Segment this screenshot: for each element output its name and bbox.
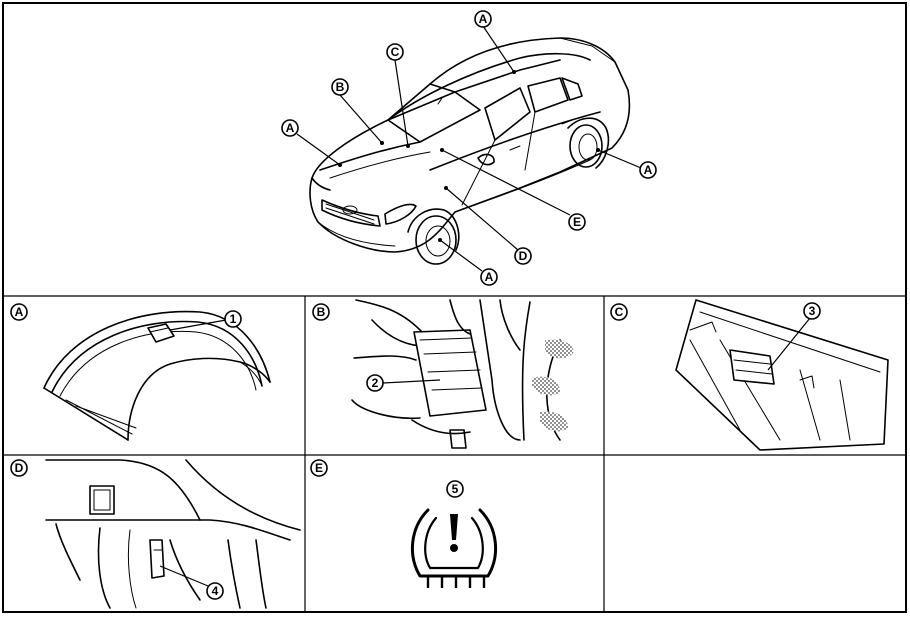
panel-b: B 2 — [312, 299, 574, 449]
control-unit-illustration — [351, 299, 574, 449]
callout-a-hood-label: A — [286, 121, 295, 135]
panel-d-label: D — [15, 461, 24, 475]
panel-a: A 1 — [10, 303, 271, 441]
cowl-unit-illustration — [675, 299, 889, 451]
callout-a-roof: A — [474, 10, 516, 74]
callout-c-main-label: C — [391, 45, 400, 59]
callout-b-main: B — [331, 78, 384, 145]
callout-a-front-wheel-label: A — [485, 270, 494, 284]
panel-b-label: B — [317, 305, 326, 319]
callout-a-rear-wheel-label: A — [644, 163, 653, 177]
tpms-warning-icon — [410, 508, 498, 588]
callout-a-front-wheel: A — [438, 238, 498, 286]
panel-c: C 3 — [610, 299, 889, 451]
vehicle-illustration — [309, 37, 631, 265]
panel-b-part-number: 2 — [372, 376, 379, 390]
callout-b-main-label: B — [336, 80, 345, 94]
panel-c-part-number: 3 — [809, 304, 816, 318]
panel-e-label: E — [315, 461, 323, 475]
callout-a-rear-wheel: A — [596, 148, 657, 179]
panel-a-label: A — [15, 305, 24, 319]
panel-e-part-number: 5 — [452, 482, 459, 496]
kick-panel-illustration — [45, 459, 301, 609]
panel-e: E 5 — [310, 459, 498, 588]
callout-d-main: D — [444, 186, 532, 265]
callout-a-roof-label: A — [479, 12, 488, 26]
callout-d-main-label: D — [519, 249, 528, 263]
panel-d: D 4 — [10, 459, 301, 609]
callout-a-hood: A — [281, 119, 342, 167]
panel-a-part-number: 1 — [230, 312, 237, 326]
callout-e-main: E — [440, 148, 586, 231]
callout-c-main: C — [386, 43, 410, 148]
tire-pressure-sensor — [147, 323, 175, 343]
callout-e-main-label: E — [573, 215, 581, 229]
panel-d-part-number: 4 — [212, 584, 219, 598]
wheel-rim-illustration — [43, 310, 271, 441]
panel-c-label: C — [615, 305, 624, 319]
